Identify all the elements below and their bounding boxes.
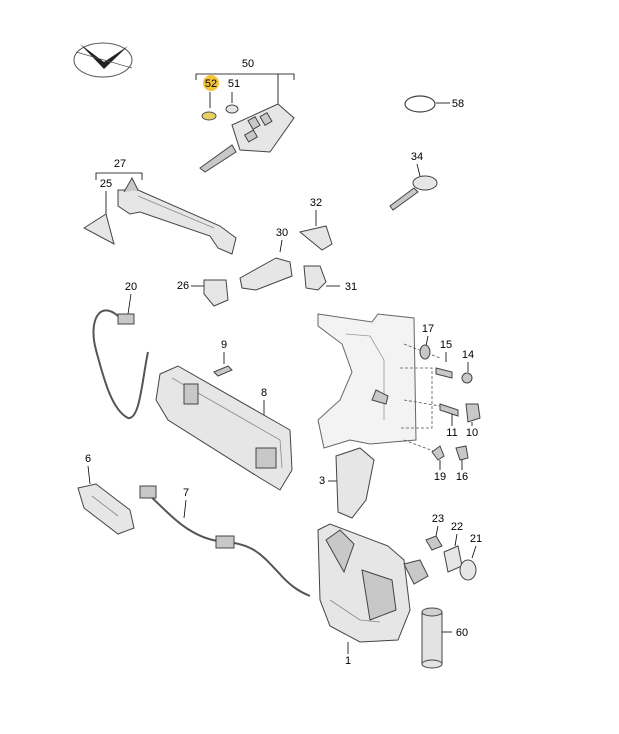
callout-52: 52 <box>205 78 217 90</box>
callout-19-group: 19 <box>431 445 446 483</box>
highlight-marker <box>203 75 219 91</box>
callout-26-group: 26 <box>177 279 229 307</box>
callout-20: 20 <box>125 281 137 293</box>
part-9-screw <box>213 365 233 377</box>
callout-34-group: 34 <box>389 151 438 211</box>
callout-58: 58 <box>452 98 464 110</box>
part-50-remote-key <box>199 103 295 173</box>
arrow-logo-icon <box>73 42 133 78</box>
part-27-outer-handle <box>117 176 237 255</box>
part-22-plate <box>443 545 463 573</box>
part-19-screw <box>431 445 445 461</box>
callout-23: 23 <box>432 513 444 525</box>
callout-8-group: 8 <box>261 387 267 416</box>
callout-31: 31 <box>345 281 357 293</box>
callout-58-group: 58 <box>404 95 464 113</box>
callout-30-group: 30 <box>239 227 293 291</box>
part-21-grommet <box>459 559 477 581</box>
callout-8: 8 <box>261 387 267 399</box>
part-11-screw <box>439 403 459 417</box>
part-58-ring <box>404 95 436 113</box>
part-26-gasket <box>203 279 229 307</box>
callout-51: 51 <box>228 78 240 90</box>
callout-11-group: 11 <box>439 403 459 439</box>
part-32-cap <box>298 225 333 251</box>
callout-6: 6 <box>85 453 91 465</box>
part-20-cable <box>92 309 149 419</box>
part-3-bracket <box>335 447 375 519</box>
part-17-plug <box>419 344 431 360</box>
callout-1-group: 1 <box>345 642 351 667</box>
callout-17: 17 <box>422 323 434 335</box>
callout-31-group: 31 <box>303 265 357 293</box>
part-60-grease-can <box>421 607 443 669</box>
callout-7: 7 <box>183 487 189 499</box>
callout-34: 34 <box>411 151 423 163</box>
callout-19: 19 <box>434 471 446 483</box>
part-14-nut <box>461 372 473 384</box>
part-31-cover <box>303 265 327 291</box>
callout-27: 27 <box>114 158 126 170</box>
callout-21-group: 21 <box>459 533 482 581</box>
callout-14-group: 14 <box>461 349 474 384</box>
callout-16-group: 16 <box>455 445 469 483</box>
callout-32: 32 <box>310 197 322 209</box>
callout-50-group: 50 <box>195 58 295 104</box>
callout-25-group: 25 <box>83 178 115 245</box>
callout-16: 16 <box>456 471 468 483</box>
part-25-cover <box>83 213 115 245</box>
part-15-bolt <box>435 367 453 379</box>
callout-51-group: 51 <box>225 78 240 114</box>
callout-15-group: 15 <box>435 339 453 379</box>
part-51-seal <box>225 104 239 114</box>
callout-50: 50 <box>242 58 254 70</box>
callout-1: 1 <box>345 655 351 667</box>
callout-22: 22 <box>451 521 463 533</box>
part-7-cable <box>145 491 311 597</box>
assembly-dashed-lines <box>400 343 441 453</box>
callout-3-group: 3 <box>319 447 375 519</box>
callout-20-group: 20 <box>92 281 149 419</box>
callout-60: 60 <box>456 627 468 639</box>
callout-9: 9 <box>221 339 227 351</box>
callout-6-group: 6 <box>77 453 135 535</box>
callout-15: 15 <box>440 339 452 351</box>
part-10-cap <box>465 403 481 423</box>
callout-9-group: 9 <box>213 339 233 377</box>
part-23-screw <box>425 535 443 551</box>
part-1-door-lock <box>317 523 429 643</box>
part-52-battery <box>201 111 217 121</box>
callout-7-group: 7 <box>139 485 311 597</box>
callout-60-group: 60 <box>421 607 468 669</box>
callout-21: 21 <box>470 533 482 545</box>
callout-30: 30 <box>276 227 288 239</box>
callout-10-group: 10 <box>465 403 481 439</box>
callout-52-group: 52 <box>201 75 219 121</box>
door-inner-frame <box>317 313 417 449</box>
part-16-cap <box>455 445 469 461</box>
callout-3: 3 <box>319 475 325 487</box>
callout-23-group: 23 <box>425 513 444 551</box>
callout-25: 25 <box>100 178 112 190</box>
part-6-inner-handle <box>77 483 135 535</box>
callout-22-group: 22 <box>443 521 463 573</box>
part-8-handle-carrier <box>155 365 293 491</box>
callout-17-group: 17 <box>419 323 434 360</box>
callout-27-group: 27 <box>95 158 143 180</box>
callout-14: 14 <box>462 349 474 361</box>
callout-26: 26 <box>177 280 189 292</box>
callout-11: 11 <box>446 427 457 439</box>
part-34-key <box>412 175 438 191</box>
callout-10: 10 <box>466 427 478 439</box>
callout-32-group: 32 <box>298 197 333 251</box>
part-30-lock-cylinder <box>239 257 293 291</box>
